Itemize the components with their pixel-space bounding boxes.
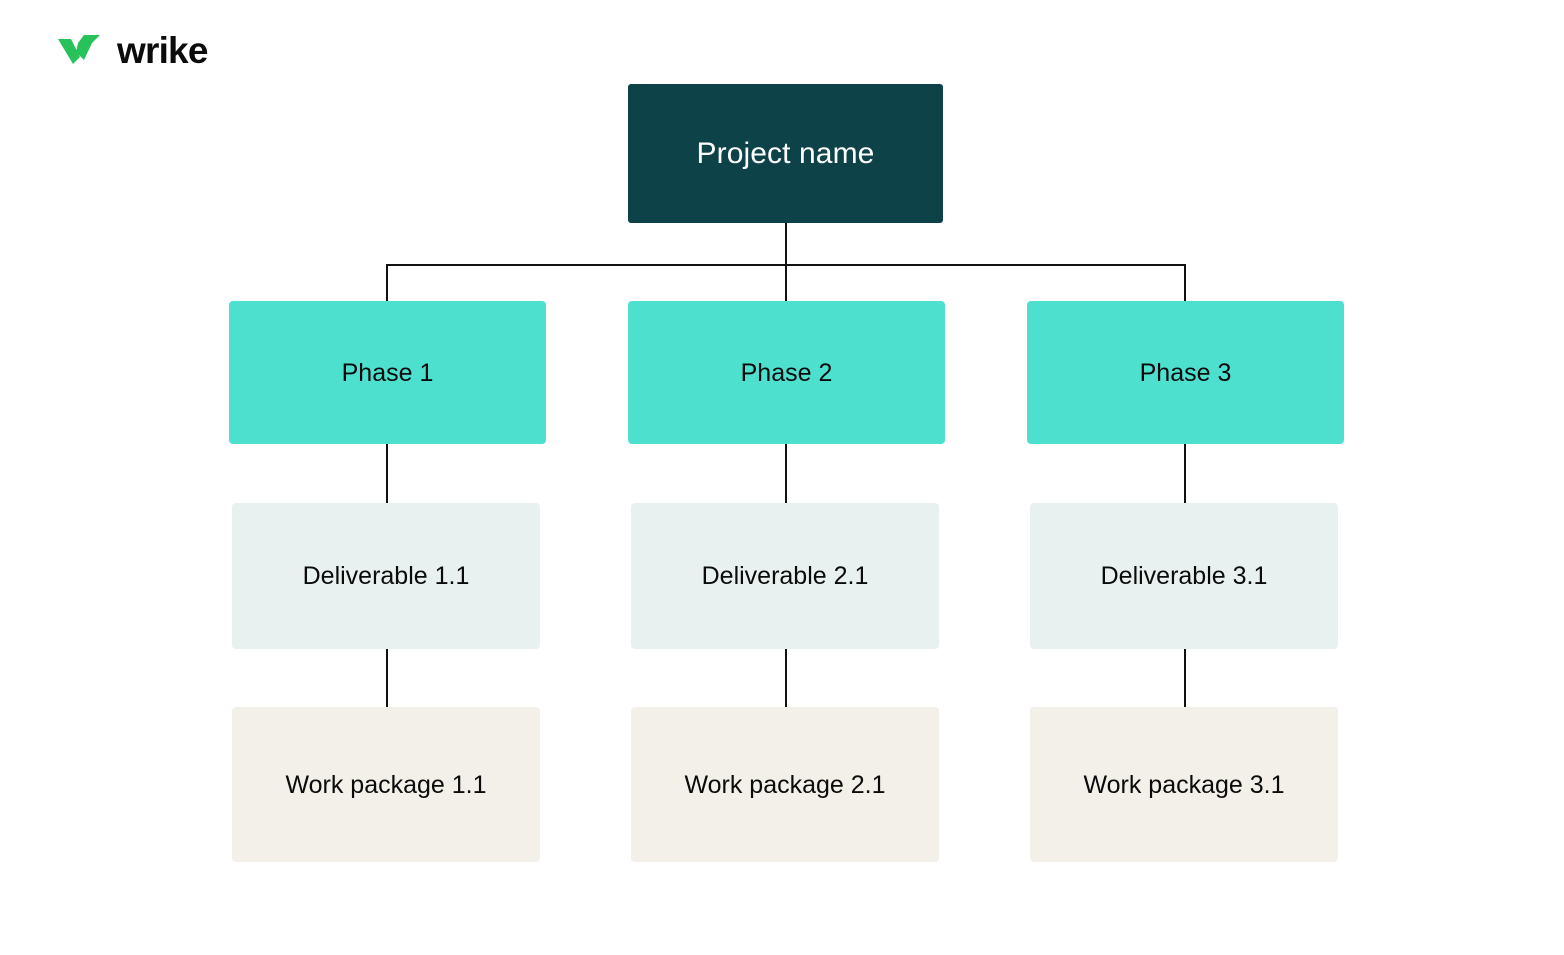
node-deliverable-3-1-label: Deliverable 3.1 xyxy=(1100,562,1268,590)
node-project-name[interactable]: Project name xyxy=(628,84,943,223)
node-project-name-label: Project name xyxy=(696,136,875,170)
node-work-package-3-1-label: Work package 3.1 xyxy=(1083,770,1285,799)
node-deliverable-2-1-label: Deliverable 2.1 xyxy=(701,562,869,590)
node-deliverable-3-1[interactable]: Deliverable 3.1 xyxy=(1030,503,1338,649)
node-work-package-1-1-label: Work package 1.1 xyxy=(285,770,487,799)
wrike-logo: wrike xyxy=(56,30,208,70)
node-phase-2-label: Phase 2 xyxy=(740,358,833,387)
node-deliverable-1-1[interactable]: Deliverable 1.1 xyxy=(232,503,540,649)
node-phase-3[interactable]: Phase 3 xyxy=(1027,301,1344,444)
node-work-package-2-1-label: Work package 2.1 xyxy=(684,770,886,799)
node-deliverable-2-1[interactable]: Deliverable 2.1 xyxy=(631,503,939,649)
node-deliverable-1-1-label: Deliverable 1.1 xyxy=(302,562,470,590)
node-phase-3-label: Phase 3 xyxy=(1139,358,1232,387)
node-phase-1-label: Phase 1 xyxy=(341,358,434,387)
node-phase-1[interactable]: Phase 1 xyxy=(229,301,546,444)
node-work-package-1-1[interactable]: Work package 1.1 xyxy=(232,707,540,862)
wrike-checkmark-logo-icon xyxy=(58,35,100,64)
node-phase-2[interactable]: Phase 2 xyxy=(628,301,945,444)
wrike-wordmark: wrike xyxy=(117,29,208,71)
node-work-package-3-1[interactable]: Work package 3.1 xyxy=(1030,707,1338,862)
node-work-package-2-1[interactable]: Work package 2.1 xyxy=(631,707,939,862)
